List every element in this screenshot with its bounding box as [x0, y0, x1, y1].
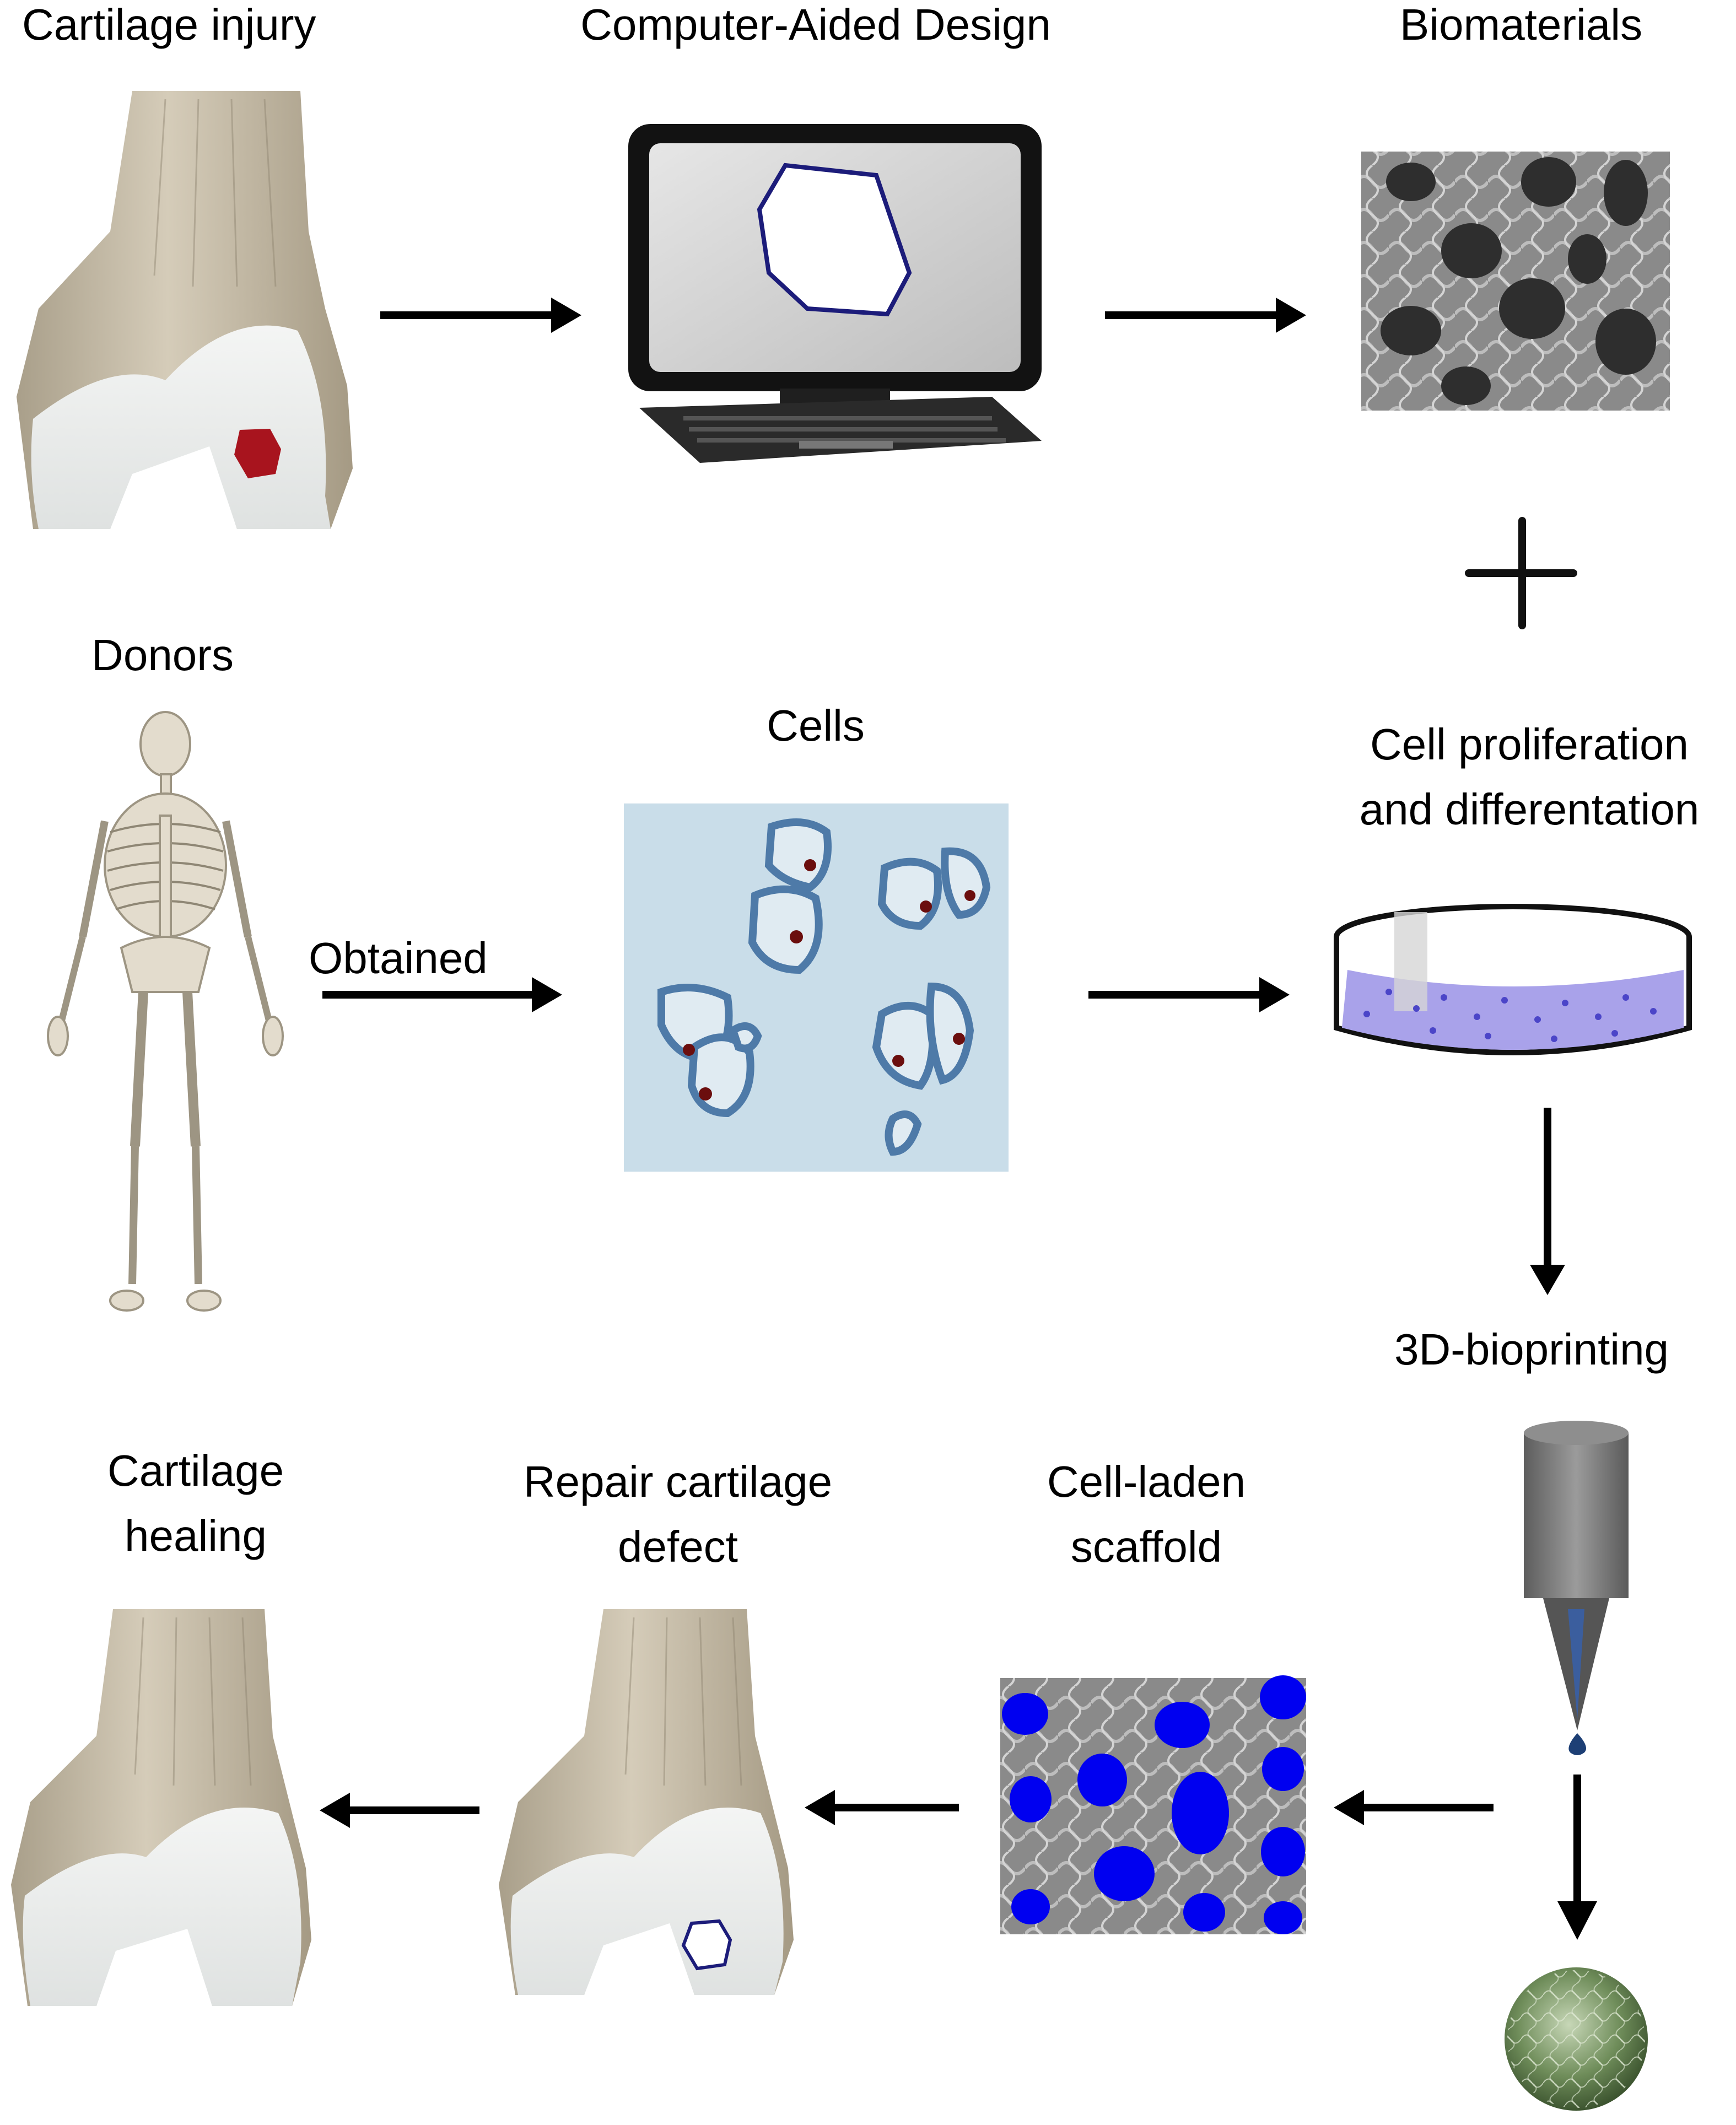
- injury-defect: [234, 429, 281, 478]
- label-donors: Donors: [91, 630, 234, 679]
- label-cartilage-healing-2: healing: [124, 1511, 267, 1560]
- cells-image: [624, 803, 1009, 1172]
- label-cell-proliferation: Cell proliferation: [1370, 720, 1689, 769]
- label-defect: defect: [618, 1522, 738, 1571]
- label-and-differentation: and differentation: [1359, 785, 1700, 834]
- label-cartilage-injury: Cartilage injury: [22, 0, 316, 49]
- arrow-icon: [320, 298, 1597, 1940]
- label-cell-laden: Cell-laden: [1047, 1457, 1246, 1506]
- computer-icon: [628, 124, 1042, 463]
- skeleton-donor: [47, 711, 284, 1312]
- femur-injury: [17, 91, 353, 529]
- label-biomaterials: Biomaterials: [1399, 0, 1643, 49]
- femur-repair: [499, 1609, 794, 1995]
- femur-healed: [11, 1609, 311, 2006]
- bioprinter-nozzle-icon: [1524, 1421, 1629, 1755]
- label-computer-aided-design: Computer-Aided Design: [580, 0, 1051, 49]
- petri-dish-icon: [1334, 904, 1692, 1055]
- label-scaffold: scaffold: [1070, 1522, 1222, 1571]
- label-3d-bioprinting: 3D-bioprinting: [1394, 1325, 1669, 1374]
- biomaterials-scaffold-image: [1361, 152, 1670, 411]
- label-cells: Cells: [767, 701, 865, 750]
- label-cartilage-healing-1: Cartilage: [107, 1446, 284, 1495]
- printed-construct-disc: [1505, 1967, 1648, 2111]
- label-repair-cartilage: Repair cartilage: [523, 1457, 833, 1506]
- cell-laden-scaffold-image: [1000, 1675, 1306, 1934]
- repaired-defect: [681, 1919, 732, 1971]
- plus-icon: [1465, 517, 1577, 629]
- label-obtained: Obtained: [309, 934, 488, 983]
